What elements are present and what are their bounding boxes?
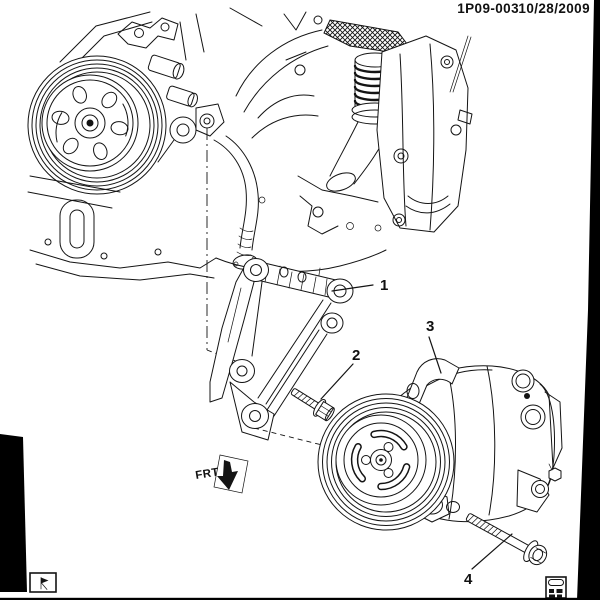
frt-label: FRT [195,466,220,482]
callout-4: 4 [464,571,473,588]
callout-leader-1 [331,284,374,292]
crankshaft-pulley [27,55,167,195]
compressor-port-top [511,369,535,393]
compressor-bracket-part-1 [209,258,354,441]
callout-leader-3 [428,336,442,374]
engine-assembly-drawing [27,7,473,283]
exhaust-heat-shield [323,19,418,57]
scan-edge-right [577,0,600,600]
callout-3: 3 [426,318,434,335]
compressor-bolt-part-4 [465,513,548,566]
callout-1: 1 [380,277,388,294]
callout-2: 2 [352,347,360,364]
callout-leader-2 [320,363,354,400]
publication-mark-icon [545,576,567,599]
oil-pan-housing [376,35,473,233]
header-date: 10/28/2009 [518,1,590,16]
header-drawing-number: 1P09-003 [457,1,519,16]
compressor-port-bottom [520,404,546,430]
illustrator-flag-mark-icon [29,572,57,593]
scan-edge-bottom [0,597,600,600]
compressor-clutch-pulley [317,393,455,531]
callout-leader-4 [471,533,513,570]
ac-compressor-part-3 [317,358,563,531]
bracket-to-compressor-line [253,427,323,446]
bracket-bolt-part-2 [290,388,335,422]
scan-edge-left [0,434,27,592]
frt-arrow-icon [217,460,238,490]
frt-direction-indicator: FRT [195,454,249,494]
